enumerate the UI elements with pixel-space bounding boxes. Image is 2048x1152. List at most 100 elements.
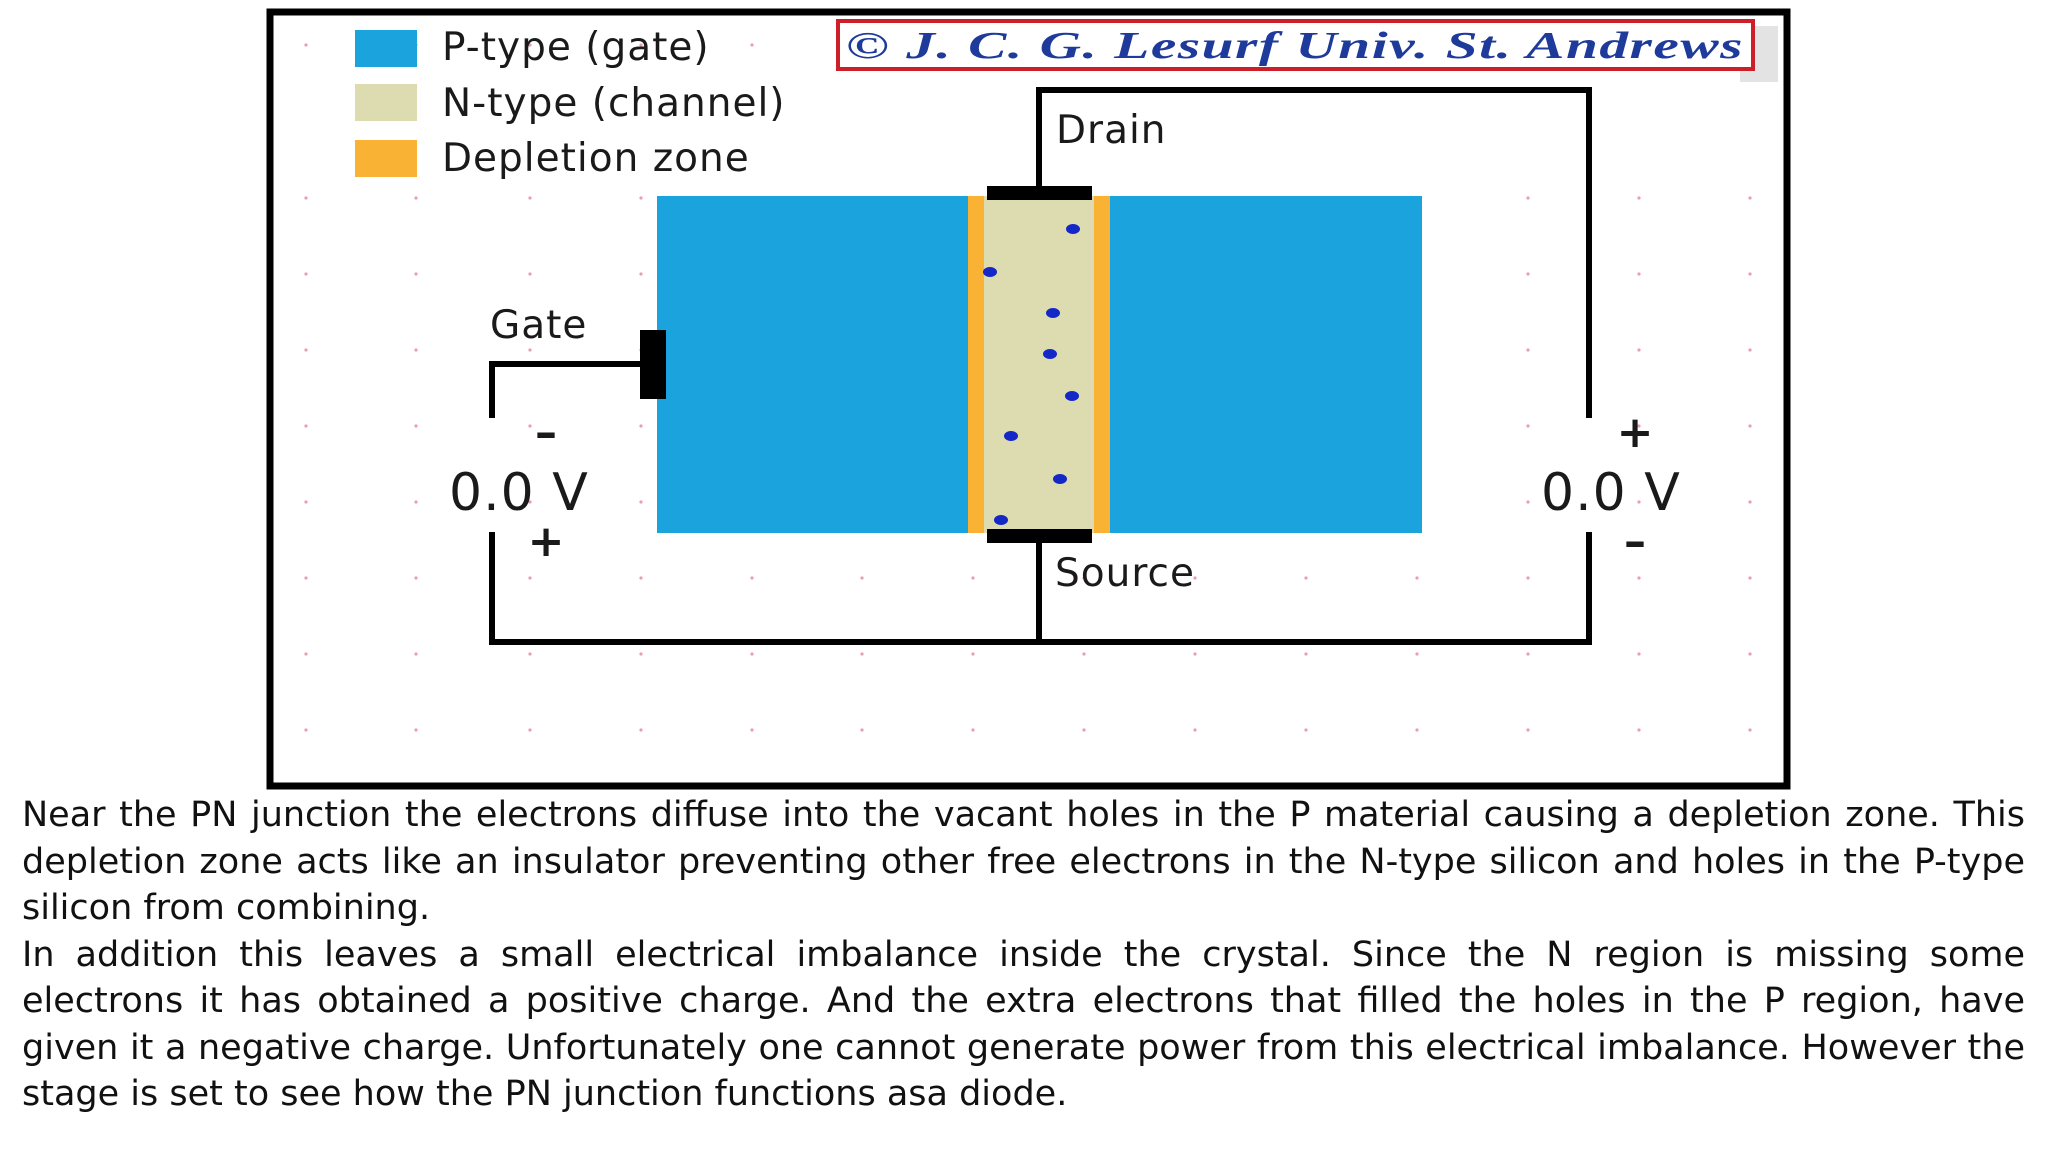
grid-dot xyxy=(1748,652,1752,656)
grid-dot xyxy=(528,728,532,732)
grid-dot xyxy=(1193,576,1197,580)
grid-dot xyxy=(304,576,308,580)
grid-dot xyxy=(528,424,532,428)
legend: P-type (gate) N-type (channel) Depletion… xyxy=(355,25,786,181)
grid-dot xyxy=(750,728,754,732)
caption-text: Near the PN junction the electrons diffu… xyxy=(22,792,2025,1118)
grid-dot xyxy=(1526,272,1530,276)
grid-dot xyxy=(1748,424,1752,428)
grid-dot xyxy=(971,652,975,656)
grid-dot xyxy=(1748,576,1752,580)
grid-dot xyxy=(1526,500,1530,504)
grid-dot xyxy=(639,500,643,504)
gate-voltage-meter: – 0.0 V + xyxy=(449,407,588,567)
grid-dot xyxy=(1526,728,1530,732)
grid-dot xyxy=(971,728,975,732)
grid-dot xyxy=(304,196,308,200)
grid-dot xyxy=(1748,728,1752,732)
grid-dot xyxy=(1748,196,1752,200)
electron xyxy=(1046,308,1060,318)
depletion-zone-left xyxy=(968,196,984,533)
grid-dot xyxy=(1748,348,1752,352)
grid-dot xyxy=(304,728,308,732)
gate-label: Gate xyxy=(490,303,587,348)
grid-dot xyxy=(1637,652,1641,656)
n-type-channel xyxy=(984,196,1094,533)
gate-voltage-top-sign: – xyxy=(535,407,557,458)
grid-dot xyxy=(304,272,308,276)
drain-voltage-bottom-sign: – xyxy=(1624,516,1646,567)
grid-dot xyxy=(639,272,643,276)
grid-dot xyxy=(304,424,308,428)
caption-paragraph-2: In addition this leaves a small electric… xyxy=(22,934,2025,1115)
grid-dot xyxy=(1415,652,1419,656)
grid-dot xyxy=(1193,652,1197,656)
grid-dot xyxy=(639,576,643,580)
grid-dot xyxy=(860,652,864,656)
grid-dot xyxy=(1748,500,1752,504)
source-contact xyxy=(987,529,1092,543)
grid-dot xyxy=(1637,196,1641,200)
legend-swatch-depletion xyxy=(355,140,417,177)
drain-voltage-value: 0.0 V xyxy=(1541,463,1681,523)
grid-dot xyxy=(414,576,418,580)
grid-dot xyxy=(304,500,308,504)
grid-dot xyxy=(1415,576,1419,580)
grid-dot xyxy=(1637,576,1641,580)
grid-dot xyxy=(414,652,418,656)
gate-contact xyxy=(640,330,666,399)
drain-voltage-top-sign: + xyxy=(1617,407,1654,458)
grid-dot xyxy=(1748,272,1752,276)
electron xyxy=(1043,349,1057,359)
grid-dot xyxy=(1637,424,1641,428)
grid-dot xyxy=(528,576,532,580)
electron xyxy=(983,267,997,277)
grid-dot xyxy=(1526,424,1530,428)
electron xyxy=(1065,391,1079,401)
grid-dot xyxy=(528,196,532,200)
grid-dot xyxy=(1193,728,1197,732)
electron xyxy=(1053,474,1067,484)
gate-voltage-bottom-sign: + xyxy=(528,516,565,567)
drain-label: Drain xyxy=(1056,108,1167,153)
drain-voltage-meter: + 0.0 V – xyxy=(1541,407,1681,567)
semiconductor-bar xyxy=(657,196,1422,533)
circuit-wires xyxy=(489,87,1592,645)
grid-dot xyxy=(1304,652,1308,656)
copyright-border xyxy=(836,19,1755,71)
depletion-zone-right xyxy=(1094,196,1110,533)
grid-dot xyxy=(639,652,643,656)
grid-dot xyxy=(860,728,864,732)
p-type-region-right xyxy=(1108,196,1422,533)
grid-dot xyxy=(639,728,643,732)
grid-dot xyxy=(414,424,418,428)
grid-dot xyxy=(971,576,975,580)
grid-dot xyxy=(304,43,308,47)
grid-dot xyxy=(414,728,418,732)
legend-label-n-type: N-type (channel) xyxy=(442,81,786,126)
source-label: Source xyxy=(1055,551,1195,596)
legend-swatch-p-type xyxy=(355,30,417,67)
caption-paragraph-1: Near the PN junction the electrons diffu… xyxy=(22,795,2025,928)
grid-dot xyxy=(1526,576,1530,580)
grid-dot xyxy=(750,652,754,656)
jfet-diagram: P-type (gate) N-type (channel) Depletion… xyxy=(266,8,1791,790)
electron xyxy=(1066,224,1080,234)
grid-dot xyxy=(414,196,418,200)
grid-dot xyxy=(1526,652,1530,656)
grid-dot xyxy=(1637,728,1641,732)
grid-dot xyxy=(1637,500,1641,504)
grid-dot xyxy=(528,500,532,504)
grid-dot xyxy=(528,43,532,47)
grid-dot xyxy=(860,576,864,580)
grid-dot xyxy=(1415,728,1419,732)
grid-dot xyxy=(750,576,754,580)
legend-label-depletion: Depletion zone xyxy=(442,136,750,181)
grid-dot xyxy=(1304,728,1308,732)
grid-dot xyxy=(1526,348,1530,352)
grid-dot xyxy=(639,424,643,428)
grid-dot xyxy=(1304,576,1308,580)
grid-dot xyxy=(1082,576,1086,580)
electron xyxy=(1004,431,1018,441)
grid-dot xyxy=(1637,272,1641,276)
